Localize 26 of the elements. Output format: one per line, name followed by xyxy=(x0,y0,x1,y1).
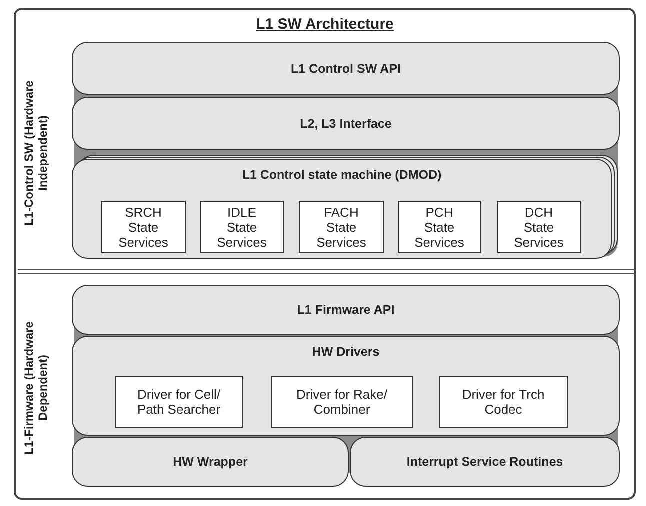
module-box: SRCH State Services xyxy=(101,201,186,253)
layer-title: L1 Control SW API xyxy=(290,62,402,76)
layer-box xyxy=(72,437,349,487)
layer-box xyxy=(72,285,620,335)
module-box: FACH State Services xyxy=(299,201,384,253)
layer-box xyxy=(72,42,620,95)
layer-title: HW Wrapper xyxy=(172,455,249,469)
diagram-heading: L1 SW Architecture xyxy=(255,16,395,33)
layer-box xyxy=(72,336,620,436)
module-box: Driver for Rake/ Combiner xyxy=(271,376,413,428)
layer-title: L1 Control state machine (DMOD) xyxy=(241,168,443,182)
module-box: DCH State Services xyxy=(497,201,581,253)
layer-title: Interrupt Service Routines xyxy=(406,455,564,469)
layer-box xyxy=(72,159,612,259)
layer-title: L1 Firmware API xyxy=(296,303,396,317)
layer-title: HW Drivers xyxy=(311,345,381,359)
diagram-frame xyxy=(14,8,636,500)
section-label: L1-Firmware (Hardware Dependent) xyxy=(22,320,51,456)
module-box: IDLE State Services xyxy=(200,201,284,253)
layer-box xyxy=(350,437,620,487)
module-box: Driver for Cell/ Path Searcher xyxy=(115,376,243,428)
layer-title: L2, L3 Interface xyxy=(299,116,393,130)
section-label: L1-Control SW (Hardware Independent) xyxy=(22,79,51,228)
layer-box xyxy=(72,97,620,150)
module-box: PCH State Services xyxy=(398,201,481,253)
module-box: Driver for Trch Codec xyxy=(439,376,568,428)
